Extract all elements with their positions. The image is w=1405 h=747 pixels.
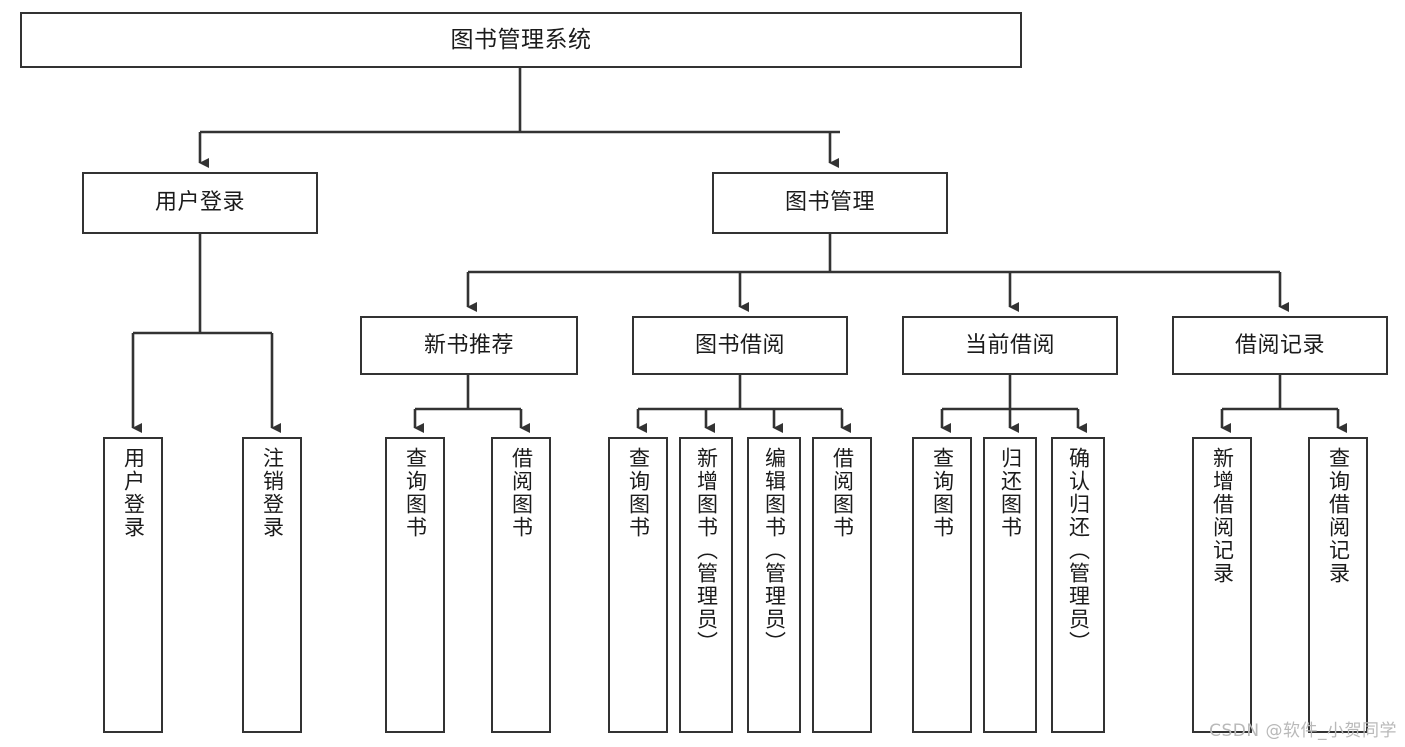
node-label: 查询借阅记录: [1326, 447, 1351, 585]
csdn-watermark: CSDN @软件_小贺同学: [1209, 721, 1397, 741]
node-label: 图书管理: [784, 190, 875, 216]
node-label: 借阅图书: [509, 447, 534, 539]
leaf-logout-login[interactable]: 注销登录: [242, 437, 302, 733]
leaf-query-book-new[interactable]: 查询图书: [385, 437, 445, 733]
node-label: 用户登录: [154, 190, 245, 216]
leaf-user-login[interactable]: 用户登录: [103, 437, 163, 733]
leaf-confirm-return-admin[interactable]: 确认归还（管理员）: [1051, 437, 1105, 733]
node-new-book-rec[interactable]: 新书推荐: [360, 316, 578, 375]
node-label: 新增图书（管理员）: [694, 447, 719, 654]
node-label: 新书推荐: [423, 332, 514, 358]
node-label: 注销登录: [260, 447, 285, 539]
node-label: 新增借阅记录: [1210, 447, 1235, 585]
leaf-borrow-book-new[interactable]: 借阅图书: [491, 437, 551, 733]
leaf-add-borrow-record[interactable]: 新增借阅记录: [1192, 437, 1252, 733]
node-label: 图书管理系统: [450, 26, 592, 53]
leaf-return-book[interactable]: 归还图书: [983, 437, 1037, 733]
node-label: 归还图书: [998, 447, 1023, 539]
node-root-system[interactable]: 图书管理系统: [20, 12, 1022, 68]
leaf-query-book-current[interactable]: 查询图书: [912, 437, 972, 733]
node-label: 借阅图书: [830, 447, 855, 539]
node-label: 查询图书: [626, 447, 651, 539]
node-label: 查询图书: [930, 447, 955, 539]
leaf-edit-book-admin[interactable]: 编辑图书（管理员）: [747, 437, 801, 733]
node-book-borrow[interactable]: 图书借阅: [632, 316, 848, 375]
node-label: 编辑图书（管理员）: [762, 447, 787, 654]
node-label: 查询图书: [403, 447, 428, 539]
leaf-add-book-admin[interactable]: 新增图书（管理员）: [679, 437, 733, 733]
node-user-login[interactable]: 用户登录: [82, 172, 318, 234]
node-label: 图书借阅: [694, 332, 785, 358]
node-book-manage[interactable]: 图书管理: [712, 172, 948, 234]
node-label: 借阅记录: [1234, 332, 1325, 358]
node-label: 用户登录: [121, 447, 146, 539]
node-current-borrow[interactable]: 当前借阅: [902, 316, 1118, 375]
leaf-query-book-borrow[interactable]: 查询图书: [608, 437, 668, 733]
leaf-borrow-book[interactable]: 借阅图书: [812, 437, 872, 733]
node-label: 当前借阅: [964, 332, 1055, 358]
node-borrow-record[interactable]: 借阅记录: [1172, 316, 1388, 375]
node-label: 确认归还（管理员）: [1066, 447, 1091, 654]
leaf-query-borrow-record[interactable]: 查询借阅记录: [1308, 437, 1368, 733]
